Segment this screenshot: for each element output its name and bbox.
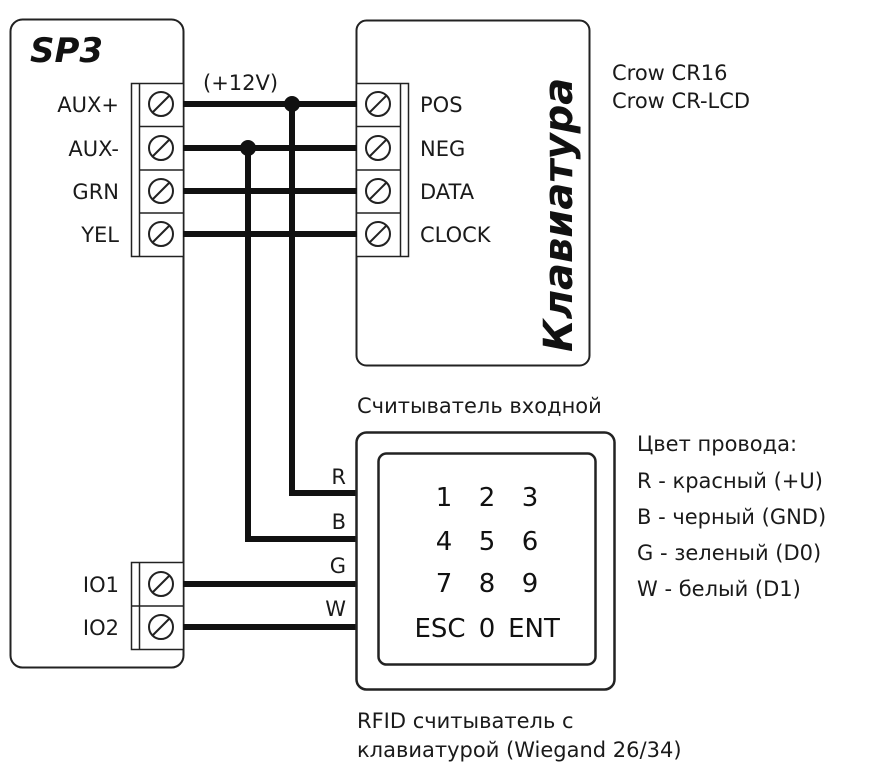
keypad-model-2: Crow CR-LCD [612, 89, 750, 113]
terminal-label-io1: IO1 [83, 573, 119, 597]
legend-item: W - белый (D1) [637, 577, 801, 601]
key-9: 9 [522, 569, 539, 599]
screw-icon [365, 91, 391, 117]
wire-black-ground [245, 148, 357, 542]
wire-label-g: G [330, 554, 346, 578]
screw-icon [148, 135, 174, 161]
key-7: 7 [436, 569, 453, 599]
keypad-terminal-neg: NEG [420, 137, 465, 161]
screw-icon [365, 221, 391, 247]
keypad-model-1: Crow CR16 [612, 61, 728, 85]
keypad-module: Клавиатура POS NEG DATA CLOCK [355, 19, 591, 367]
reader-caption-line-1: RFID считыватель с [357, 709, 574, 733]
voltage-label: (+12V) [203, 71, 278, 95]
terminal-label-grn: GRN [72, 180, 119, 204]
terminal-label-aux-minus: AUX- [68, 137, 119, 161]
rfid-reader: 1 2 3 4 5 6 7 8 9 ESC 0 ENT [355, 431, 616, 691]
terminal-label-yel: YEL [80, 223, 119, 247]
junction-dot [240, 140, 256, 156]
screw-icon [365, 135, 391, 161]
wire-label-r: R [331, 465, 346, 489]
key-3: 3 [522, 483, 539, 513]
reader-heading: Считыватель входной [357, 394, 602, 418]
terminal-label-io2: IO2 [83, 616, 119, 640]
sp3-io-terminal-block: IO1 IO2 [83, 561, 185, 651]
legend-item: B - черный (GND) [637, 505, 826, 529]
sp3-controller: SP3 [9, 18, 185, 669]
screw-icon [148, 91, 174, 117]
wire-red-power [289, 104, 357, 496]
key-2: 2 [479, 483, 496, 513]
controller-title: SP3 [30, 31, 103, 71]
sp3-top-terminal-block: AUX+ AUX- GRN YEL [57, 82, 185, 258]
legend-title: Цвет провода: [637, 432, 797, 456]
wire-label-w: W [325, 597, 346, 621]
screw-icon [365, 178, 391, 204]
wire-label-b: B [332, 510, 346, 534]
screw-icon [148, 178, 174, 204]
key-0: 0 [479, 614, 496, 644]
keypad-terminal-pos: POS [420, 93, 463, 117]
key-5: 5 [479, 527, 496, 557]
key-ent: ENT [508, 614, 560, 644]
keypad-title: Клавиатура [536, 78, 582, 352]
junction-dot [284, 96, 300, 112]
screw-icon [148, 614, 174, 640]
wire-color-legend: Цвет провода: R - красный (+U) B - черны… [637, 432, 826, 601]
keypad-terminal-clock: CLOCK [420, 223, 492, 247]
screw-icon [148, 221, 174, 247]
reader-caption-line-2: клавиатурой (Wiegand 26/34) [357, 738, 682, 762]
legend-item: R - красный (+U) [637, 469, 823, 493]
key-1: 1 [436, 483, 453, 513]
legend-item: G - зеленый (D0) [637, 541, 821, 565]
reader-keypad: 1 2 3 4 5 6 7 8 9 ESC 0 ENT [414, 483, 560, 644]
key-4: 4 [436, 527, 453, 557]
bus-wires [183, 101, 357, 630]
keypad-terminal-data: DATA [420, 180, 475, 204]
terminal-label-aux-plus: AUX+ [57, 93, 119, 117]
key-esc: ESC [414, 614, 465, 644]
key-6: 6 [522, 527, 539, 557]
screw-icon [148, 571, 174, 597]
key-8: 8 [479, 569, 496, 599]
